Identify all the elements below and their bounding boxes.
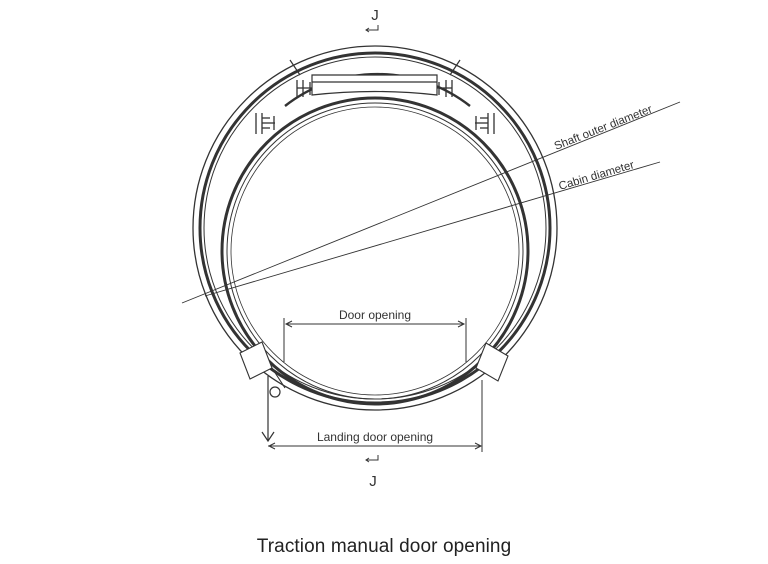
door-opening-label: Door opening [339, 308, 411, 322]
counterweight-frame [289, 59, 461, 96]
door-jamb-right [475, 342, 509, 382]
rail-bracket-top-left [296, 80, 312, 97]
section-mark-top: J [365, 7, 379, 33]
rail-bracket-right [475, 113, 495, 134]
door-opening-dimension [283, 318, 467, 362]
cabin-diameter-label: Cabin diameter [557, 159, 635, 193]
landing-door-opening-label: Landing door opening [317, 430, 433, 444]
rail-bracket-top-right [437, 80, 453, 97]
door-jamb-left [239, 341, 286, 389]
landing-door-opening-dimension [267, 380, 483, 452]
section-mark-bottom-letter: J [369, 473, 377, 490]
diagram-caption: Traction manual door opening [256, 536, 512, 557]
door-swing-arrow [261, 376, 281, 443]
section-mark-bottom: J [365, 455, 379, 490]
rail-bracket-left [255, 113, 275, 134]
shaft-outer-diameter-label: Shaft outer diameter [553, 103, 655, 152]
cabin-ring [220, 72, 530, 406]
cabin-diameter-leader [204, 161, 661, 297]
section-mark-top-letter: J [371, 7, 379, 24]
shaft-diameter-leader [181, 101, 681, 304]
